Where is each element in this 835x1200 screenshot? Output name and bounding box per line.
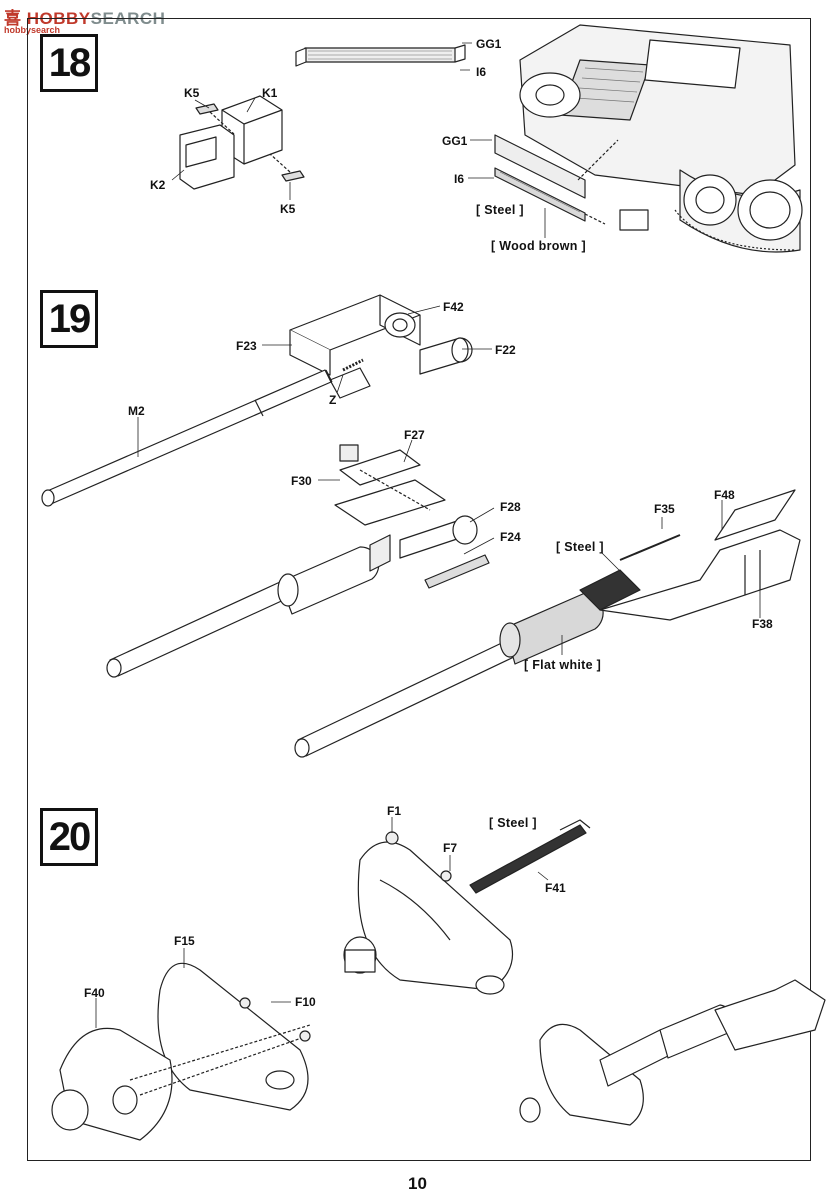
leader-lines — [95, 42, 761, 1028]
part-label-f7: F7 — [443, 841, 458, 855]
part-label-k5-top: K5 — [184, 86, 200, 100]
part-label-f38: F38 — [752, 617, 773, 631]
part-label-f48: F48 — [714, 488, 735, 502]
part-label-m2: M2 — [128, 404, 145, 418]
part-label-f42: F42 — [443, 300, 464, 314]
part-label-gg1-top: GG1 — [476, 37, 502, 51]
paint-callout-steel-18: [ Steel ] — [476, 203, 524, 217]
step20-completed-gun — [519, 979, 826, 1126]
step-number-20: 20 — [40, 808, 98, 866]
part-label-f1: F1 — [387, 804, 402, 818]
part-label-k2: K2 — [150, 178, 166, 192]
step19-breech-assy — [334, 444, 490, 589]
page-number: 10 — [408, 1174, 427, 1193]
part-label-f28: F28 — [500, 500, 521, 514]
part-label-k5-bottom: K5 — [280, 202, 296, 216]
step18-side-plate — [494, 134, 649, 231]
part-label-i6-top: I6 — [476, 65, 487, 79]
part-label-f23: F23 — [236, 339, 257, 353]
part-label-f15: F15 — [174, 934, 195, 948]
part-label-f35: F35 — [654, 502, 675, 516]
watermark-glyph: 喜 — [4, 9, 22, 28]
step20-mantlet-lower — [51, 962, 311, 1141]
part-label-f30: F30 — [291, 474, 312, 488]
part-label-f24: F24 — [500, 530, 521, 544]
step19-barrel-final — [294, 489, 801, 758]
step18-grille-top — [295, 44, 466, 67]
step19-cradle — [289, 294, 473, 399]
part-label-f40: F40 — [84, 986, 105, 1000]
paint-callout-steel-19: [ Steel ] — [556, 540, 604, 554]
part-label-f22: F22 — [495, 343, 516, 357]
step-number-18: 18 — [40, 34, 98, 92]
step19-barrel-mid — [106, 534, 391, 678]
part-label-k1: K1 — [262, 86, 278, 100]
paint-callout-steel-20: [ Steel ] — [489, 816, 537, 830]
page-frame — [27, 18, 811, 1161]
part-label-i6-side: I6 — [454, 172, 465, 186]
paint-callout-flat-white: [ Flat white ] — [524, 658, 602, 672]
step18-k-box — [179, 95, 305, 190]
watermark-sub: hobbysearch — [4, 25, 61, 35]
paint-callout-wood-brown: [ Wood brown ] — [491, 239, 586, 253]
part-label-f10: F10 — [295, 995, 316, 1009]
step18-tank-hull — [519, 24, 803, 253]
part-label-f41: F41 — [545, 881, 566, 895]
part-label-gg1-side: GG1 — [442, 134, 468, 148]
step19-barrel-m2 — [41, 369, 333, 507]
part-label-z: Z — [329, 393, 337, 407]
step-number-19: 19 — [40, 290, 98, 348]
step20-mantlet-upper — [343, 819, 591, 995]
part-label-f27: F27 — [404, 428, 425, 442]
